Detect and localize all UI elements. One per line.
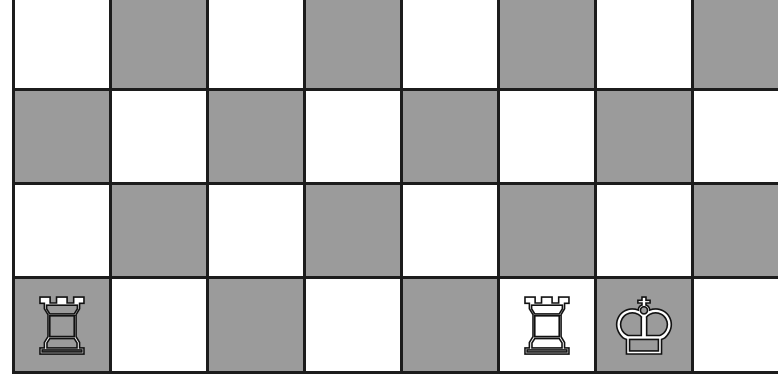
board-square-h-row3[interactable]: [694, 185, 778, 276]
board-square-e-row2[interactable]: [403, 91, 497, 182]
board-square-g-row1[interactable]: [597, 0, 691, 88]
white-rook-icon[interactable]: ♖: [512, 289, 582, 367]
chess-board: ♖ ♖ ♔: [12, 0, 778, 374]
board-square-h-row1[interactable]: [694, 0, 778, 88]
board-square-c-row1[interactable]: [209, 0, 303, 88]
board-square-a-row1[interactable]: [15, 0, 109, 88]
board-square-g-row4[interactable]: ♔: [597, 279, 691, 371]
board-square-f-row3[interactable]: [500, 185, 594, 276]
board-square-g-row2[interactable]: [597, 91, 691, 182]
board-square-h-row2[interactable]: [694, 91, 778, 182]
board-square-c-row4[interactable]: [209, 279, 303, 371]
board-square-b-row1[interactable]: [112, 0, 206, 88]
white-king-icon[interactable]: ♔: [609, 289, 679, 367]
board-square-b-row3[interactable]: [112, 185, 206, 276]
white-rook-icon[interactable]: ♖: [27, 289, 97, 367]
board-square-e-row4[interactable]: [403, 279, 497, 371]
board-square-f-row4[interactable]: ♖: [500, 279, 594, 371]
board-square-e-row1[interactable]: [403, 0, 497, 88]
board-square-f-row2[interactable]: [500, 91, 594, 182]
board-square-b-row4[interactable]: [112, 279, 206, 371]
board-square-a-row4[interactable]: ♖: [15, 279, 109, 371]
board-square-g-row3[interactable]: [597, 185, 691, 276]
board-square-b-row2[interactable]: [112, 91, 206, 182]
board-square-h-row4[interactable]: [694, 279, 778, 371]
board-square-d-row1[interactable]: [306, 0, 400, 88]
board-square-a-row2[interactable]: [15, 91, 109, 182]
board-square-e-row3[interactable]: [403, 185, 497, 276]
board-square-d-row3[interactable]: [306, 185, 400, 276]
board-square-c-row2[interactable]: [209, 91, 303, 182]
board-square-a-row3[interactable]: [15, 185, 109, 276]
board-square-c-row3[interactable]: [209, 185, 303, 276]
board-square-f-row1[interactable]: [500, 0, 594, 88]
board-square-d-row4[interactable]: [306, 279, 400, 371]
board-square-d-row2[interactable]: [306, 91, 400, 182]
